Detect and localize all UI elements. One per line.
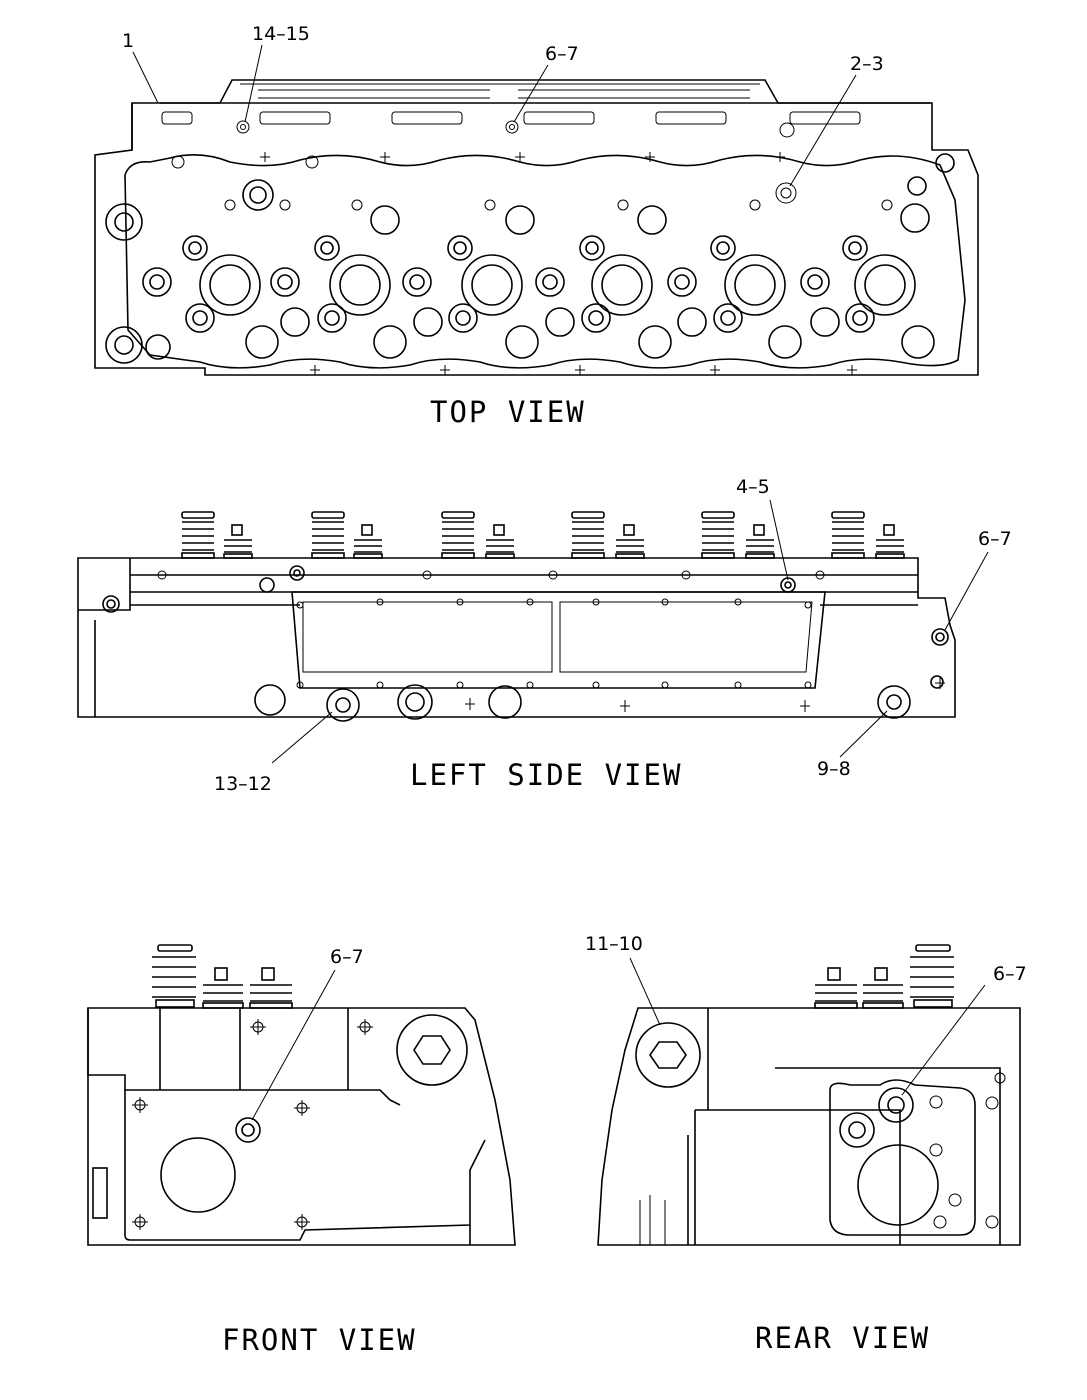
left-side-view-springs	[181, 511, 905, 559]
top-view-drawing	[94, 79, 979, 376]
front-view-title: FRONT VIEW	[222, 1323, 417, 1357]
top-view-title: TOP VIEW	[430, 395, 586, 429]
callout-6-7-front: 6–7	[330, 946, 364, 968]
left-side-view-drawing	[77, 511, 956, 722]
callout-2-3: 2–3	[850, 53, 884, 75]
callout-14-15: 14–15	[252, 23, 310, 45]
rear-view-drawing	[597, 944, 1021, 1246]
callout-labels: 1 14–15 6–7 2–3 4–5 6–7 13–12 9–8 6–7 11…	[122, 23, 1027, 985]
front-view-drawing	[87, 944, 516, 1246]
callout-1: 1	[122, 30, 134, 52]
callout-6-7-top: 6–7	[545, 43, 579, 65]
callout-9-8: 9–8	[817, 758, 851, 780]
view-titles: TOP VIEW LEFT SIDE VIEW FRONT VIEW REAR …	[222, 395, 930, 1357]
top-view-valve-groups	[142, 176, 935, 359]
left-side-view-title: LEFT SIDE VIEW	[410, 758, 682, 792]
rear-view-title: REAR VIEW	[755, 1321, 930, 1355]
callout-4-5: 4–5	[736, 476, 770, 498]
callout-11-10: 11–10	[585, 933, 643, 955]
callout-6-7-left: 6–7	[978, 528, 1012, 550]
callout-6-7-rear: 6–7	[993, 963, 1027, 985]
callout-leader-lines	[132, 44, 989, 1121]
callout-13-12: 13–12	[214, 773, 272, 795]
